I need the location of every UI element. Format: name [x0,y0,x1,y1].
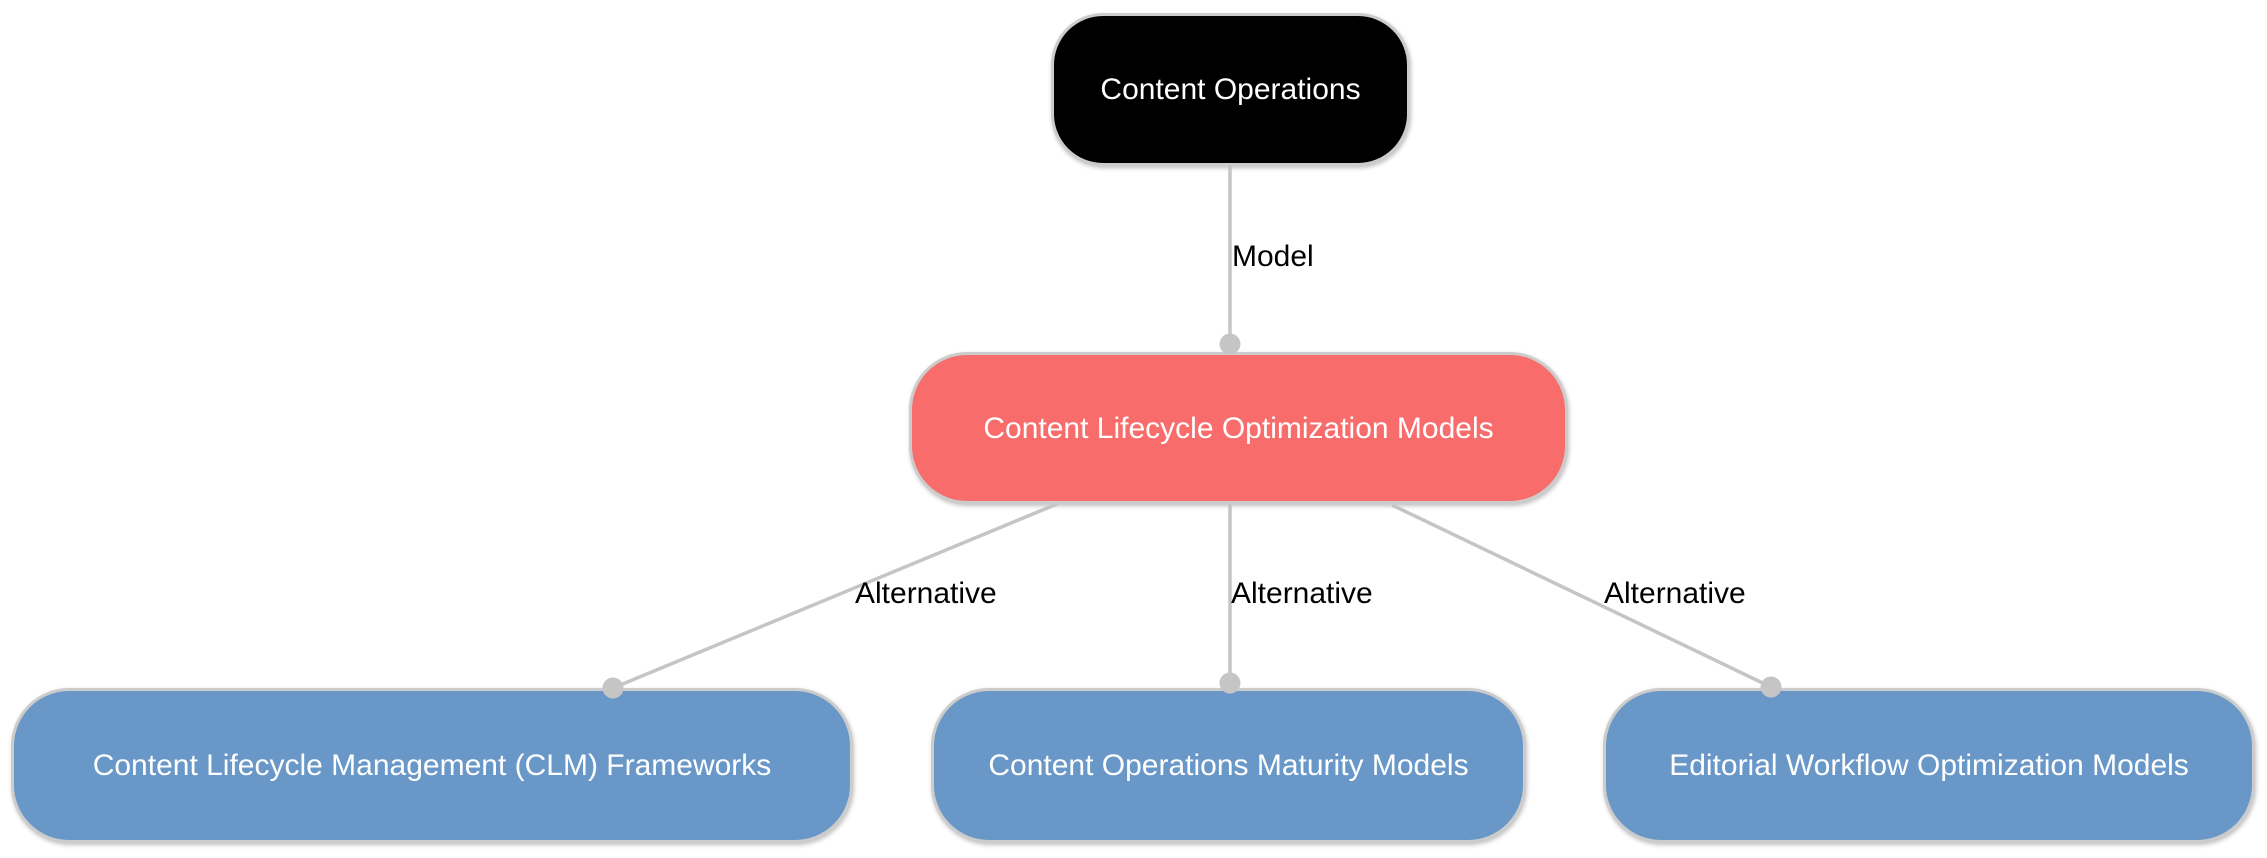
edge-label-alternative-middle: Alternative [1231,577,1373,610]
node-editorial-workflow-optimization-models[interactable]: Editorial Workflow Optimization Models [1603,688,2255,843]
node-content-lifecycle-management-clm-frameworks[interactable]: Content Lifecycle Management (CLM) Frame… [11,688,853,843]
node-content-lifecycle-optimization-models[interactable]: Content Lifecycle Optimization Models [909,352,1568,504]
node-label: Content Lifecycle Management (CLM) Frame… [92,749,772,782]
node-content-operations[interactable]: Content Operations [1051,13,1410,166]
node-content-operations-maturity-models[interactable]: Content Operations Maturity Models [931,688,1526,843]
node-label: Editorial Workflow Optimization Models [1669,749,2189,782]
node-label: Content Lifecycle Optimization Models [983,411,1494,445]
edge-label-model: Model [1232,240,1314,273]
edge-label-alternative-right: Alternative [1604,577,1746,610]
node-label: Content Operations Maturity Models [988,749,1469,782]
edge-label-alternative-left: Alternative [855,577,997,610]
node-label: Content Operations [1100,73,1361,106]
